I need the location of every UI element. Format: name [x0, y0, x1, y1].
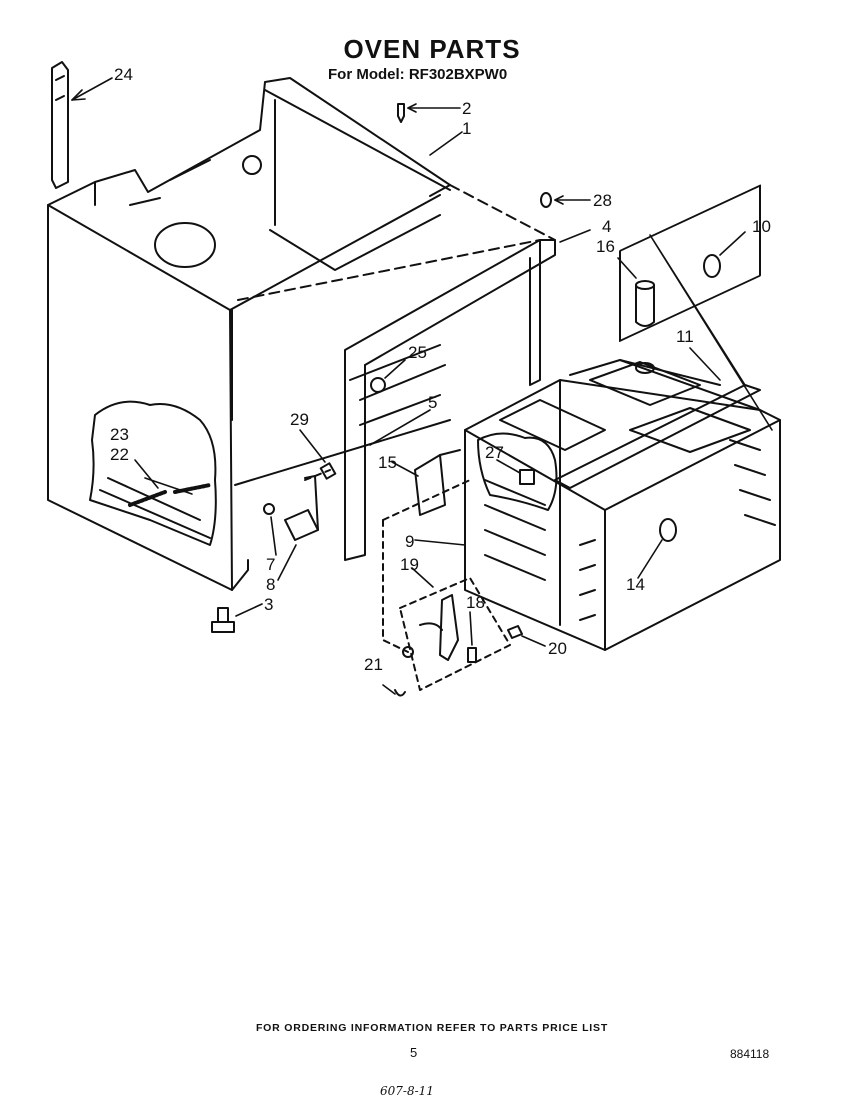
pin-part-18 [467, 647, 477, 663]
callout-15: 15 [378, 453, 397, 472]
model-subtitle: For Model: RF302BXPW0 [328, 66, 508, 83]
document-number: 884118 [730, 1047, 770, 1061]
oven-frame-part-4 [237, 184, 556, 561]
cap-part-10 [703, 254, 721, 278]
leveler-part-3 [211, 607, 235, 633]
pin-part-29 [319, 462, 337, 480]
callout-18: 18 [466, 593, 485, 612]
plug-part-25 [370, 377, 386, 393]
light-lens-part-14 [659, 518, 677, 542]
callout-10: 10 [752, 217, 771, 236]
screw-part-2 [397, 103, 405, 123]
callout-3: 3 [264, 595, 273, 614]
handwritten-note: 607-8-11 [380, 1084, 434, 1098]
callout-16: 16 [596, 237, 615, 256]
callout-28: 28 [593, 191, 612, 210]
grommet-part-28 [540, 192, 552, 208]
oven-liner-part-9 [464, 184, 781, 651]
callout-29: 29 [290, 410, 309, 429]
bracket-part-15 [414, 449, 461, 516]
vent-tube-part-16 [635, 280, 655, 374]
callout-23: 23 [110, 425, 129, 444]
callout-22: 22 [110, 445, 129, 464]
callout-8: 8 [266, 575, 275, 594]
trim-part-11 [554, 384, 761, 489]
spring-part-22 [128, 490, 167, 507]
liner-cutaway-part-27 [477, 432, 558, 511]
callout-27: 27 [485, 443, 504, 462]
callout-11: 11 [676, 327, 694, 346]
page-number: 5 [410, 1045, 418, 1060]
ordering-note: FOR ORDERING INFORMATION REFER TO PARTS … [255, 1022, 609, 1034]
callout-19: 19 [400, 555, 419, 574]
callout-2: 2 [462, 99, 471, 118]
callout-4: 4 [602, 217, 611, 236]
callout-14: 14 [626, 575, 645, 594]
screw-part-20 [507, 625, 523, 639]
callout-9: 9 [405, 532, 414, 551]
callout-1: 1 [462, 119, 471, 138]
page-title: OVEN PARTS [343, 34, 521, 64]
callout-25: 25 [408, 343, 427, 362]
bracket-part-8 [284, 475, 319, 541]
callout-20: 20 [548, 639, 567, 658]
cabinet-cutaway [89, 400, 217, 546]
callout-24: 24 [114, 65, 133, 84]
bracket-part-24 [51, 61, 69, 189]
callout-7: 7 [266, 555, 275, 574]
callout-5: 5 [428, 393, 437, 412]
bracket-assembly-part-19 [399, 577, 511, 691]
clip-part-21 [394, 689, 406, 697]
outer-cabinet [47, 77, 451, 591]
spring-part-23 [173, 483, 212, 494]
nut-part-7 [263, 503, 275, 515]
callout-21: 21 [364, 655, 383, 674]
